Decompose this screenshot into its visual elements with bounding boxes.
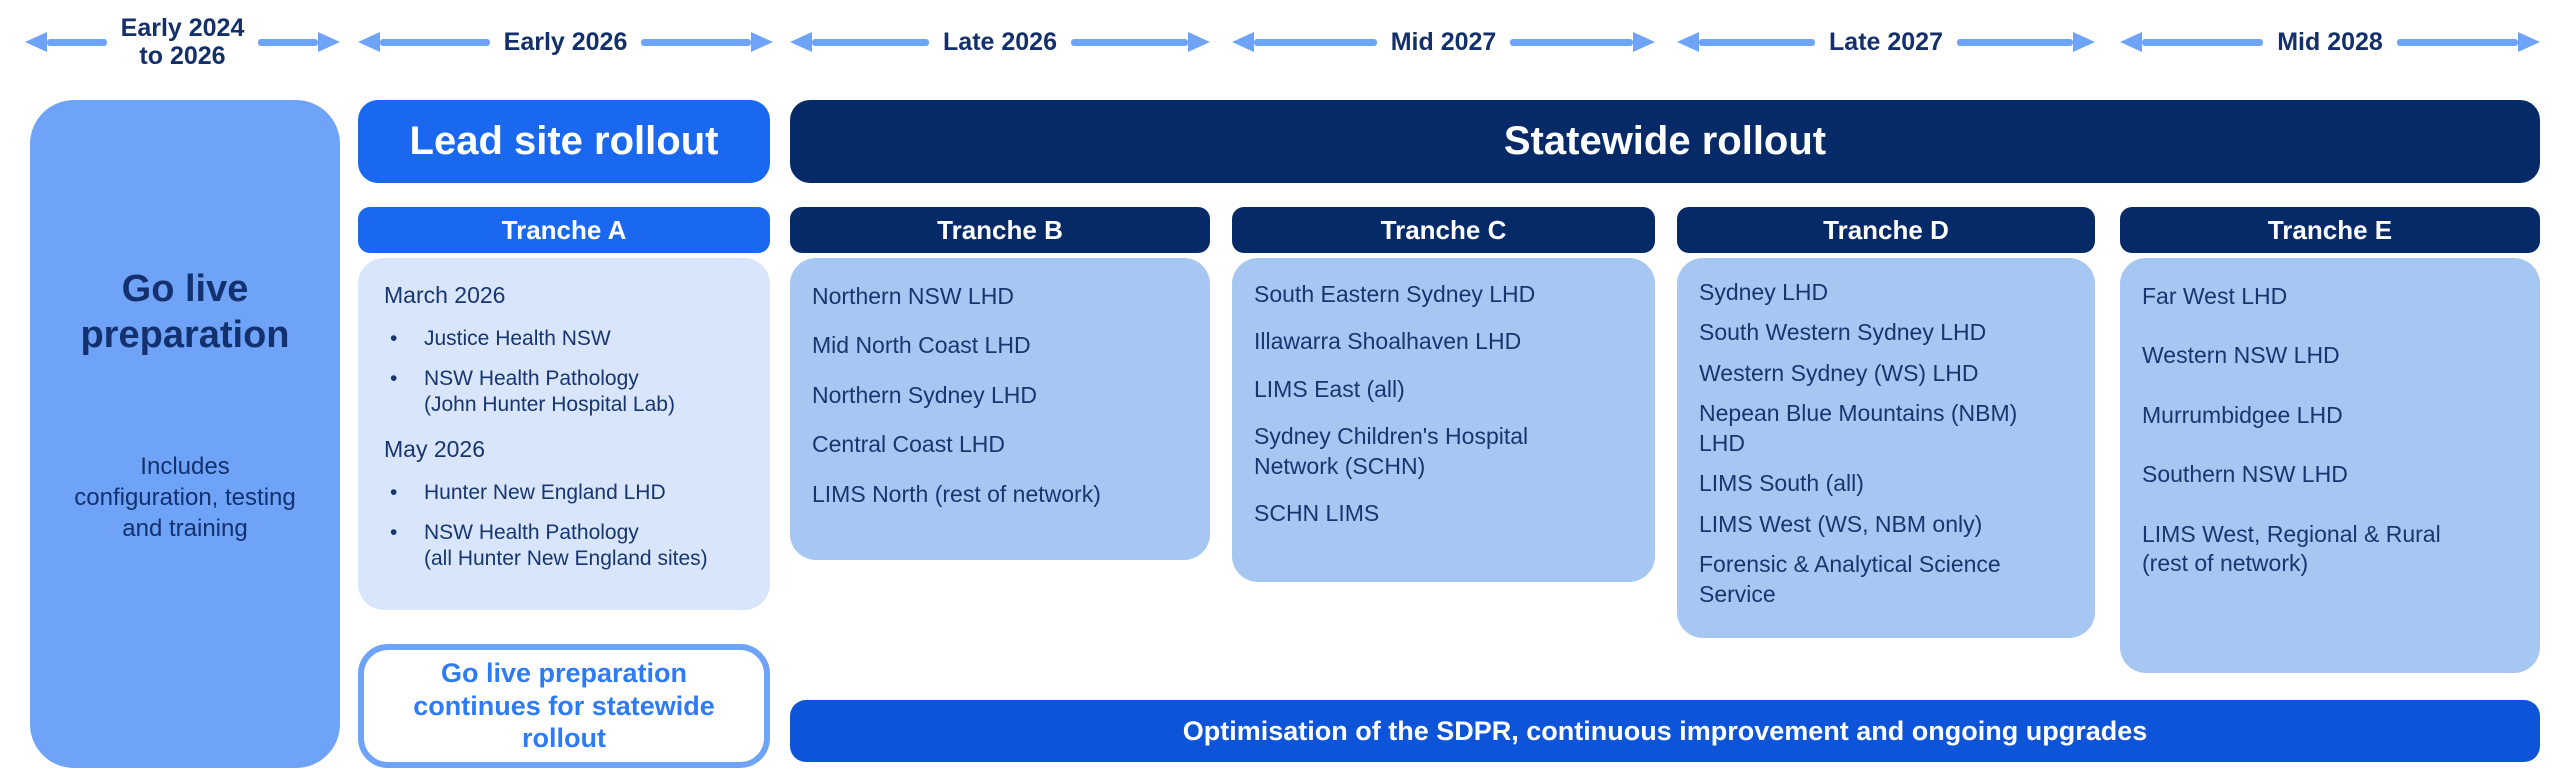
timeline-period-2: Early 2026 bbox=[358, 4, 773, 80]
list-item: LIMS South (all) bbox=[1699, 470, 1864, 497]
tranche-b-header: Tranche B bbox=[790, 207, 1210, 253]
tranche-c-body: South Eastern Sydney LHD Illawarra Shoal… bbox=[1232, 258, 1655, 582]
list-item: Justice Health NSW bbox=[390, 326, 744, 352]
arrow-left-icon bbox=[358, 32, 490, 52]
tranche-b-body: Northern NSW LHD Mid North Coast LHD Nor… bbox=[790, 258, 1210, 560]
list-item: Hunter New England LHD bbox=[390, 480, 744, 506]
list-item: Sydney LHD bbox=[1699, 279, 1829, 305]
statewide-rollout-header: Statewide rollout bbox=[790, 100, 2540, 183]
tranche-d-body: Sydney LHD South Western Sydney LHD West… bbox=[1677, 258, 2095, 638]
timeline-period-1: Early 2024 to 2026 bbox=[25, 4, 340, 80]
tranche-e-body: Far West LHD Western NSW LHD Murrumbidge… bbox=[2120, 258, 2540, 673]
list-item: Northern Sydney LHD bbox=[812, 381, 1037, 408]
arrow-right-icon bbox=[1510, 32, 1656, 52]
timeline-period-label: Early 2024 to 2026 bbox=[120, 14, 245, 70]
bullet-icon bbox=[390, 520, 424, 573]
list-item: Mid North Coast LHD bbox=[812, 332, 1031, 359]
lead-site-rollout-header: Lead site rollout bbox=[358, 100, 770, 183]
list-item: NSW Health Pathology (John Hunter Hospit… bbox=[390, 366, 744, 419]
arrow-left-icon bbox=[1677, 32, 1816, 52]
timeline-period-label: Early 2026 bbox=[503, 28, 628, 56]
list-item: Western NSW LHD bbox=[2142, 342, 2340, 369]
tranche-c-header: Tranche C bbox=[1232, 207, 1655, 253]
list-item: Sydney Children's Hospital Network (SCHN… bbox=[1254, 423, 1529, 479]
timeline-period-label: Late 2027 bbox=[1829, 28, 1943, 56]
list-item: Southern NSW LHD bbox=[2142, 461, 2348, 488]
list-item: South Eastern Sydney LHD bbox=[1254, 281, 1536, 307]
go-live-title: Go live preparation bbox=[80, 268, 290, 357]
list-item: Western Sydney (WS) LHD bbox=[1699, 359, 1979, 386]
list-item: SCHN LIMS bbox=[1254, 500, 1380, 527]
list-item: NSW Health Pathology (all Hunter New Eng… bbox=[390, 520, 744, 573]
arrow-right-icon bbox=[1070, 32, 1210, 52]
arrow-left-icon bbox=[790, 32, 930, 52]
tranche-a-header: Tranche A bbox=[358, 207, 770, 253]
tranche-e-header: Tranche E bbox=[2120, 207, 2540, 253]
list-item: Central Coast LHD bbox=[812, 431, 1006, 458]
list-item: LIMS West (WS, NBM only) bbox=[1699, 510, 1983, 537]
list-item: Murrumbidgee LHD bbox=[2142, 401, 2343, 428]
timeline-period-label: Mid 2027 bbox=[1390, 28, 1497, 56]
bullet-icon bbox=[390, 366, 424, 419]
timeline-period-label: Mid 2028 bbox=[2277, 28, 2383, 56]
tranche-a-body: March 2026 Justice Health NSW NSW Health… bbox=[358, 258, 770, 610]
timeline-period-label: Late 2026 bbox=[943, 28, 1057, 56]
go-live-continues-note: Go live preparation continues for statew… bbox=[358, 644, 770, 768]
timeline-period-3: Late 2026 bbox=[790, 4, 1210, 80]
list-item: South Western Sydney LHD bbox=[1699, 319, 1987, 346]
list-item: LIMS North (rest of network) bbox=[812, 480, 1101, 507]
arrow-left-icon bbox=[25, 32, 107, 52]
tranche-d-header: Tranche D bbox=[1677, 207, 2095, 253]
list-item: LIMS West, Regional & Rural (rest of net… bbox=[2142, 520, 2441, 577]
optimisation-bar: Optimisation of the SDPR, continuous imp… bbox=[790, 700, 2540, 762]
list-item: Forensic & Analytical Science Service bbox=[1699, 551, 2001, 607]
list-item: Nepean Blue Mountains (NBM) LHD bbox=[1699, 400, 2018, 456]
tranche-a-date: March 2026 bbox=[384, 282, 506, 308]
arrow-right-icon bbox=[1956, 32, 2095, 52]
bullet-icon bbox=[390, 326, 424, 352]
tranche-a-date: May 2026 bbox=[384, 436, 486, 463]
list-item: Northern NSW LHD bbox=[812, 283, 1014, 309]
bullet-icon bbox=[390, 480, 424, 506]
note-text: Go live preparation continues for statew… bbox=[413, 657, 715, 754]
list-item: Far West LHD bbox=[2142, 283, 2288, 309]
arrow-left-icon bbox=[1232, 32, 1377, 52]
timeline-period-4: Mid 2027 bbox=[1232, 4, 1656, 80]
arrow-right-icon bbox=[2396, 32, 2541, 52]
list-item: LIMS East (all) bbox=[1254, 375, 1405, 402]
timeline-period-6: Mid 2028 bbox=[2120, 4, 2541, 80]
go-live-preparation-box: Go live preparation Includes configurati… bbox=[30, 100, 340, 768]
arrow-right-icon bbox=[641, 32, 773, 52]
list-item: Illawarra Shoalhaven LHD bbox=[1254, 328, 1522, 355]
arrow-left-icon bbox=[2120, 32, 2264, 52]
arrow-right-icon bbox=[258, 32, 340, 52]
timeline-period-5: Late 2027 bbox=[1677, 4, 2095, 80]
go-live-subtitle: Includes configuration, testing and trai… bbox=[74, 452, 296, 543]
